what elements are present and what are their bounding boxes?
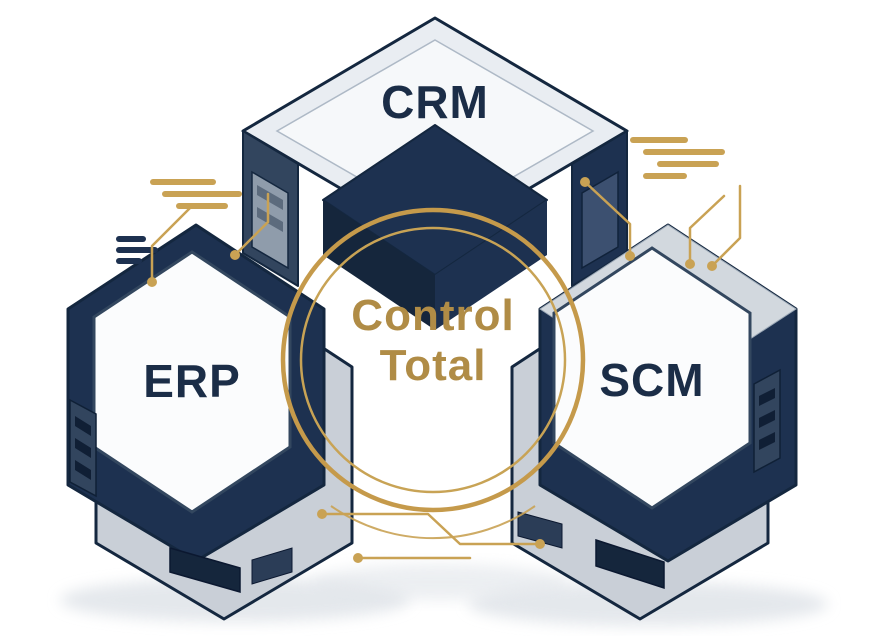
- circuit-trace-scm-up: [688, 194, 726, 266]
- module-crm: CRM: [241, 16, 629, 330]
- circuit-node-dot: [535, 539, 545, 549]
- connection-rings: [280, 207, 586, 540]
- circuit-trace-bottom-across: [320, 512, 542, 546]
- scm-vent-slat: [759, 388, 775, 406]
- module-label-crm: CRM: [381, 76, 489, 128]
- circuit-traces: [147, 177, 742, 563]
- module-label-erp: ERP: [143, 355, 241, 407]
- circuit-node-dot: [317, 509, 327, 519]
- circuit-trace-erp-up-mid: [233, 192, 270, 257]
- circuit-bars-top-left: [150, 179, 242, 209]
- module-label-scm: SCM: [599, 354, 704, 406]
- scm-vent-slat: [759, 410, 775, 428]
- crm-notch-wall-right: [435, 200, 547, 330]
- circuit-node-dot: [707, 261, 717, 271]
- connection-ring-outer: [280, 207, 586, 513]
- circuit-node-dot: [685, 259, 695, 269]
- circuit-node-dot: [147, 277, 157, 287]
- circuit-node-dot: [353, 553, 363, 563]
- erp-vent-slat: [75, 416, 91, 436]
- erp-vent-slat: [75, 460, 91, 480]
- scm-skirt-panel-large: [595, 538, 665, 590]
- shadow-center: [310, 564, 570, 600]
- center-title: Control Total: [351, 291, 514, 390]
- center-title-line1: Control: [351, 291, 514, 340]
- circuit-node-dot: [625, 251, 635, 261]
- module-erp: ERP: [66, 223, 354, 621]
- circuit-trace-crm-to-scm: [583, 180, 632, 258]
- module-scm: SCM: [510, 223, 798, 621]
- circuit-decorations: [116, 137, 742, 563]
- connection-arc-bottom: [330, 505, 536, 540]
- scm-vent-slat: [759, 432, 775, 450]
- crm-side-panel-right: [581, 170, 619, 270]
- circuit-bars-navy-left: [116, 236, 158, 264]
- circuit-node-dot: [230, 250, 240, 260]
- circuit-trace-erp-up-left: [150, 206, 192, 284]
- erp-skirt-panel-small: [251, 547, 293, 585]
- connection-ring-inner: [299, 226, 567, 494]
- erp-vent-slat: [75, 438, 91, 458]
- circuit-bars-top-right: [630, 137, 725, 179]
- crm-panel-slat: [257, 207, 283, 232]
- scm-skirt-panel-small: [517, 511, 563, 549]
- crm-panel-slat: [257, 185, 283, 210]
- center-title-line2: Total: [380, 341, 487, 390]
- erp-skirt-panel-large: [169, 547, 241, 593]
- scm-label-face: [552, 246, 752, 510]
- circuit-trace-scm-right: [710, 184, 742, 268]
- circuit-node-dot: [580, 177, 590, 187]
